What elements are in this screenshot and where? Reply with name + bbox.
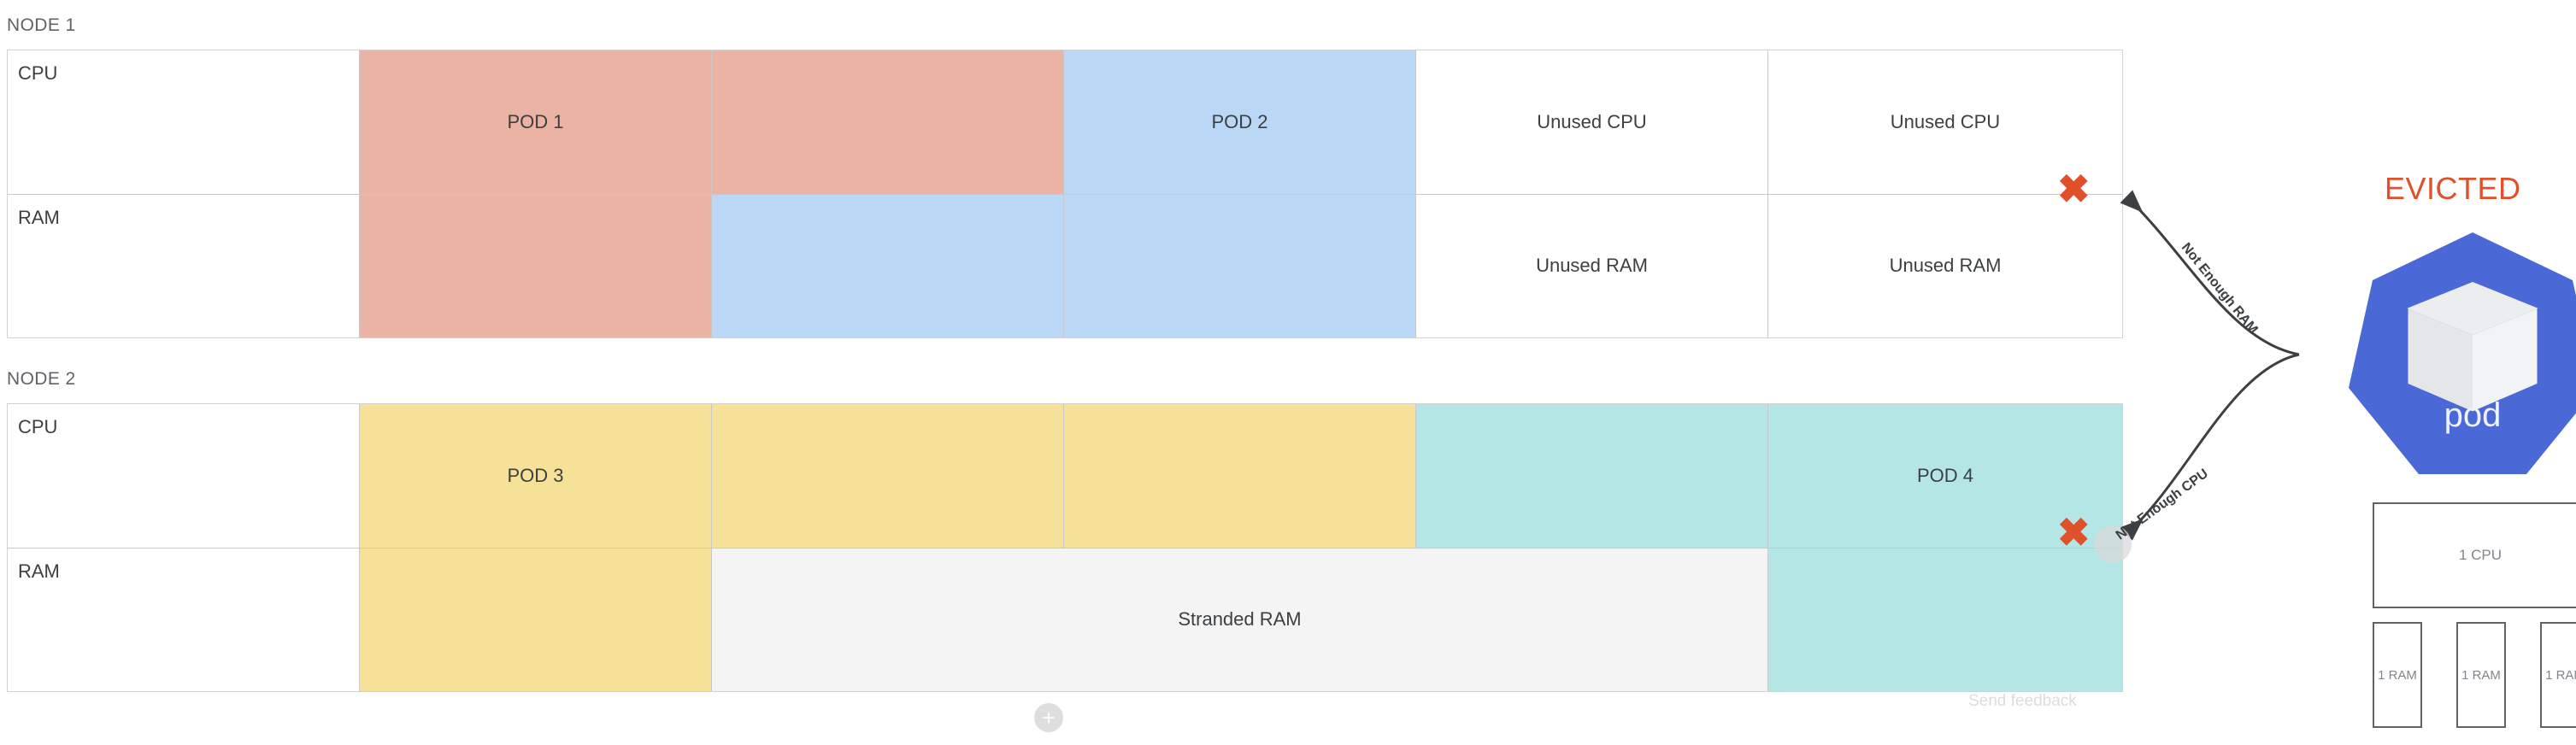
node2-ram-cell-pod3[interactable] (360, 548, 712, 691)
node2-cpu-cell-pod3-cont-b[interactable] (1064, 404, 1416, 548)
node2-ram-row-label: RAM (8, 548, 360, 691)
pod-logo-word: pod (2444, 396, 2502, 434)
edge-not-enough-cpu-path (2120, 353, 2300, 541)
request-box-ram-1[interactable]: 1 RAM (2373, 622, 2422, 728)
node2-table: CPU POD 3 POD 4 RAM Stranded RAM (7, 403, 2123, 692)
node2-ram-cell-stranded[interactable]: Stranded RAM (712, 548, 1768, 691)
send-feedback-link[interactable]: Send feedback (1968, 692, 2077, 710)
node2-cpu-cell-pod3-cont-a[interactable] (712, 404, 1064, 548)
request-box-cpu[interactable]: 1 CPU (2373, 502, 2576, 608)
node1-ram-cell-pod2-a[interactable] (712, 194, 1064, 337)
edge-not-enough-ram-path (2120, 190, 2300, 356)
node1-ram-cell-pod2-b[interactable] (1064, 194, 1416, 337)
node1-ram-cell-unused-1[interactable]: Unused RAM (1416, 194, 1768, 337)
node1-cpu-cell-unused-2[interactable]: Unused CPU (1768, 50, 2122, 195)
node2-ram-row: RAM Stranded RAM (8, 548, 2122, 691)
node1-table: CPU POD 1 POD 2 Unused CPU Unused CPU RA… (7, 50, 2123, 338)
node1-cpu-cell-pod1[interactable]: POD 1 (360, 50, 712, 195)
node1-ram-cell-unused-2[interactable]: Unused RAM (1768, 194, 2122, 337)
evicted-status-label: EVICTED (2385, 171, 2521, 206)
edge-cpu-node-halo (2094, 525, 2132, 563)
request-box-ram-2[interactable]: 1 RAM (2456, 622, 2506, 728)
x-mark-not-enough-ram: ✖ (2057, 167, 2091, 211)
node1-cpu-cell-unused-1[interactable]: Unused CPU (1416, 50, 1768, 195)
node1-cpu-row-label: CPU (8, 50, 360, 195)
node2-label: NODE 2 (7, 369, 76, 389)
x-mark-not-enough-cpu: ✖ (2057, 510, 2091, 554)
node2-cpu-row-label: CPU (8, 404, 360, 548)
node1-ram-row-label: RAM (8, 194, 360, 337)
node2-cpu-cell-pod3[interactable]: POD 3 (360, 404, 712, 548)
node2-cpu-row: CPU POD 3 POD 4 (8, 404, 2122, 548)
node2-ram-cell-pod4[interactable] (1768, 548, 2122, 691)
node1-cpu-cell-pod1-cont[interactable] (712, 50, 1064, 195)
node1-ram-cell-pod1[interactable] (360, 194, 712, 337)
cube-icon (2405, 282, 2540, 414)
request-box-ram-3[interactable]: 1 RAM (2540, 622, 2576, 728)
node1-cpu-row: CPU POD 1 POD 2 Unused CPU Unused CPU (8, 50, 2122, 195)
node2-cpu-cell-pod4-a[interactable] (1416, 404, 1768, 548)
node1-cpu-cell-pod2[interactable]: POD 2 (1064, 50, 1416, 195)
node2-cpu-cell-pod4[interactable]: POD 4 (1768, 404, 2122, 548)
node1-label: NODE 1 (7, 15, 76, 35)
pod-heptagon-icon (2349, 232, 2576, 474)
node1-ram-row: RAM Unused RAM Unused RAM (8, 194, 2122, 337)
add-button[interactable]: + (1034, 703, 1063, 732)
pod-logo: pod (2349, 229, 2576, 474)
